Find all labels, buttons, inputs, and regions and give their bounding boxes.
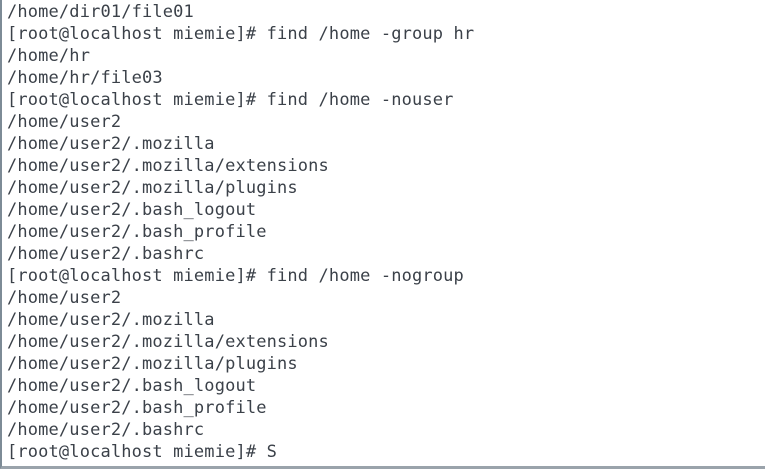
terminal-output-line: /home/user2/.mozilla/plugins bbox=[7, 178, 298, 198]
terminal-command-line: [root@localhost miemie]# find /home -nog… bbox=[7, 266, 464, 286]
terminal-output-line: /home/user2/.mozilla/extensions bbox=[7, 156, 329, 176]
terminal-output-line: /home/user2/.mozilla/extensions bbox=[7, 332, 329, 352]
terminal-output-line: /home/user2/.mozilla/plugins bbox=[7, 354, 298, 374]
terminal-output-line: /home/user2/.bash_logout bbox=[7, 376, 257, 396]
terminal-command-line: [root@localhost miemie]# find /home -gro… bbox=[7, 24, 475, 44]
terminal-output-line: /home/user2/.mozilla bbox=[7, 310, 215, 330]
terminal-command-line: [root@localhost miemie]# find /home -nou… bbox=[7, 90, 454, 110]
terminal-output-line: /home/user2/.bashrc bbox=[7, 244, 205, 264]
terminal-output-line: /home/user2 bbox=[7, 112, 122, 132]
terminal-output-line: /home/dir01/file01 bbox=[7, 2, 194, 22]
terminal-output-line: /home/user2/.bash_profile bbox=[7, 222, 267, 242]
terminal-output-line: /home/user2 bbox=[7, 288, 122, 308]
terminal-output-area[interactable]: /home/dir01/file01[root@localhost miemie… bbox=[7, 1, 763, 463]
terminal-output-line: /home/hr/file03 bbox=[7, 68, 163, 88]
terminal-output-line: /home/user2/.bash_logout bbox=[7, 200, 257, 220]
terminal-output-line: /home/user2/.bashrc bbox=[7, 420, 205, 440]
terminal-output-line: /home/user2/.bash_profile bbox=[7, 398, 267, 418]
terminal-prompt-line[interactable]: [root@localhost miemie]# S bbox=[7, 442, 278, 462]
terminal-output-line: /home/user2/.mozilla bbox=[7, 134, 215, 154]
terminal-output-line: /home/hr bbox=[7, 46, 91, 66]
